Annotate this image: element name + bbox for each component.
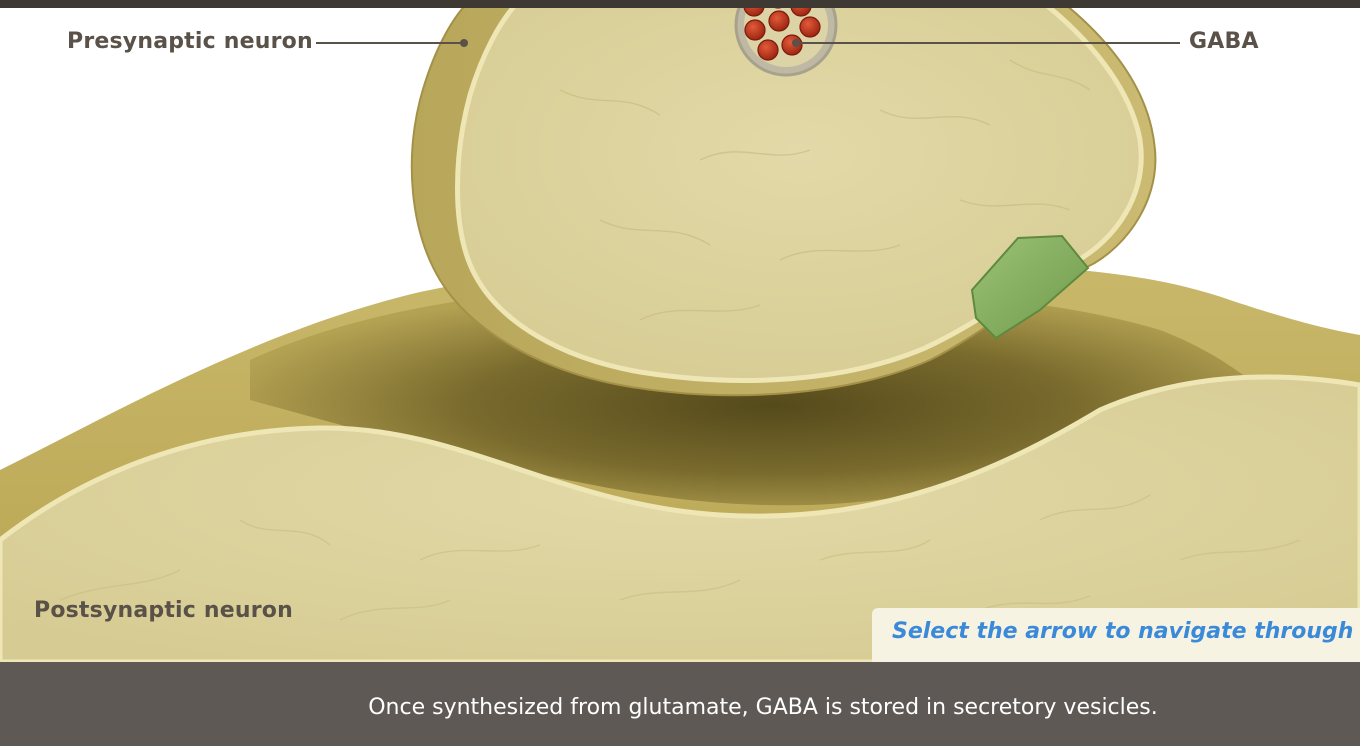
presynaptic-neuron-body xyxy=(455,0,1144,383)
gaba-label: GABA xyxy=(1189,29,1259,54)
caption-text: Once synthesized from glutamate, GABA is… xyxy=(368,695,1158,720)
postsynaptic-texture xyxy=(59,494,1301,621)
presynaptic-texture xyxy=(559,59,1091,321)
receptor-icon xyxy=(970,234,1090,340)
caption-bar: Once synthesized from glutamate, GABA is… xyxy=(0,662,1360,746)
synapse-illustration xyxy=(0,0,1360,662)
navigation-hint: Select the arrow to navigate through t xyxy=(872,608,1360,662)
top-bar xyxy=(0,0,1360,8)
postsynaptic-label: Postsynaptic neuron xyxy=(34,598,293,623)
postsynaptic-neuron-body xyxy=(0,374,1360,662)
label-leaders xyxy=(316,39,1180,47)
presynaptic-label: Presynaptic neuron xyxy=(67,29,313,54)
navigation-hint-text: Select the arrow to navigate through t xyxy=(892,619,1360,644)
